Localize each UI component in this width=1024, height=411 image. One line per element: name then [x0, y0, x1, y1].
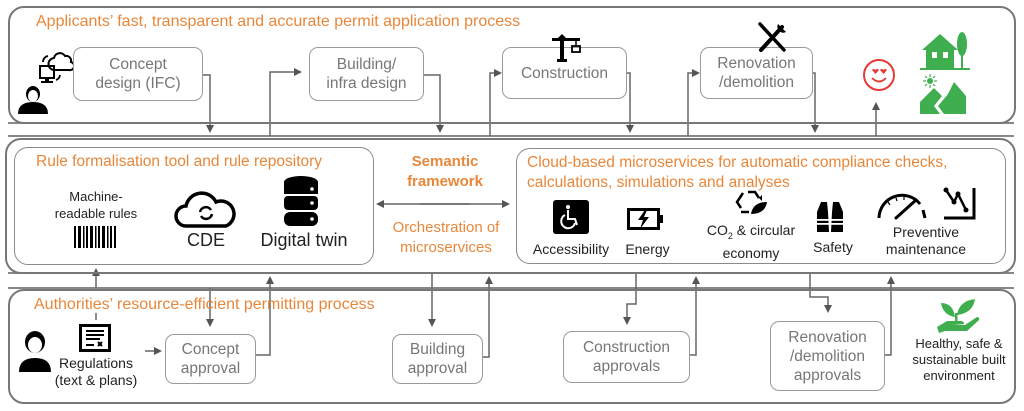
arrow-renovation-approvals-up — [883, 276, 895, 356]
step-concept-design[interactable]: Concept design (IFC) — [73, 47, 203, 101]
arrow-to-building-design — [269, 68, 302, 136]
arrow-to-renovation — [687, 69, 700, 136]
co2-text: CO — [706, 222, 728, 238]
step-label: approvals — [592, 358, 661, 375]
regulations-label: Regulations (text & plans) — [46, 355, 146, 389]
step-label: Renovation — [788, 328, 867, 346]
database-icon — [284, 176, 318, 226]
user-icon — [19, 331, 51, 372]
label-line: Preventive — [892, 224, 960, 240]
smiley-hearts-icon — [863, 59, 895, 91]
step-label: Construction — [520, 64, 608, 82]
step-label: Renovation — [717, 55, 796, 72]
label-line: framework — [407, 173, 483, 190]
step-label: approval — [407, 360, 468, 377]
co2-subscript: 2 — [727, 230, 733, 241]
service-maintenance-label: Preventive maintenance — [876, 224, 976, 258]
sun-icon — [923, 74, 937, 88]
service-safety-label: Safety — [813, 239, 853, 255]
arrow-construction-approvals-up — [688, 276, 700, 356]
label-line: environment — [923, 368, 995, 383]
cloud-sync-icon — [174, 191, 236, 228]
step-label: Concept — [109, 56, 167, 73]
label-line: Regulations — [59, 355, 133, 371]
microservices-title: Cloud-based microservices for automatic … — [527, 153, 947, 193]
gauge-icon[interactable] — [876, 190, 928, 220]
title-line: calculations, simulations and analyses — [527, 174, 790, 191]
label-line: maintenance — [885, 241, 967, 257]
step-label: Concept — [181, 341, 240, 358]
arrow-to-renovation-approvals — [809, 273, 832, 313]
digital-twin-label: Digital twin — [260, 230, 348, 250]
arrow-to-construction — [489, 69, 502, 136]
service-accessibility-label: Accessibility — [532, 241, 610, 257]
label-line: Semantic — [411, 153, 479, 170]
rule-box-title: Rule formalisation tool and rule reposit… — [36, 153, 323, 170]
step-label: /demolition — [790, 347, 865, 365]
step-building-design[interactable]: Building/infra design — [309, 47, 424, 101]
machine-readable-rules-label: Machine- readable rules — [46, 188, 146, 222]
label-line: Machine- — [69, 189, 123, 204]
mountains-icon — [920, 82, 966, 114]
wheelchair-icon[interactable] — [553, 200, 589, 234]
battery-icon[interactable] — [627, 208, 665, 230]
outcome-label: Healthy, safe & sustainable built enviro… — [898, 336, 1020, 384]
step-construction-approvals[interactable]: Construction approvals — [563, 331, 690, 383]
service-co2-label: CO2 & circular economy — [690, 222, 812, 262]
plant-hand-icon — [937, 299, 980, 333]
regulation-document-icon — [79, 324, 111, 352]
label-line: sustainable built — [912, 352, 1006, 367]
authorities-process-panel — [8, 289, 1016, 404]
title-line: Cloud-based microservices for automatic … — [527, 154, 948, 171]
step-renovation-demolition[interactable]: Renovation/demolition — [700, 47, 813, 99]
tools-icon — [758, 22, 786, 52]
barcode-icon — [74, 226, 116, 248]
cde-label: CDE — [186, 230, 225, 250]
authorities-title: Authorities’ resource-efficient permitti… — [34, 296, 375, 313]
label-line: readable rules — [54, 206, 138, 221]
step-label: approval — [180, 360, 241, 377]
arrow-concept-approval-up — [252, 276, 274, 356]
co2-text: & circular — [732, 222, 796, 238]
house-tree-icon — [920, 32, 970, 70]
line-chart-icon[interactable] — [940, 186, 976, 220]
user-computer-icon — [18, 52, 76, 114]
label-line: economy — [722, 244, 780, 261]
platform-panel — [5, 138, 1016, 274]
crane-icon — [552, 34, 581, 62]
step-label: Building — [409, 341, 466, 358]
arrow-to-construction-approvals — [623, 273, 637, 325]
applicants-title: Applicants’ fast, transparent and accura… — [36, 13, 521, 30]
step-label: infra design — [326, 75, 407, 92]
label-line: Healthy, safe & — [915, 336, 1003, 351]
label-line: (text & plans) — [54, 372, 138, 388]
safety-vest-icon[interactable] — [815, 200, 845, 232]
semantic-framework-label: Semantic framework — [380, 152, 510, 192]
orchestration-label: Orchestration of microservices — [376, 218, 516, 258]
arrow-concept-design-down — [200, 74, 214, 133]
label-line: CO2 & circular — [690, 222, 812, 245]
step-label: Building/ — [336, 56, 397, 73]
applicants-process-panel — [8, 6, 1016, 124]
service-energy-label: Energy — [625, 241, 670, 257]
step-label: design (IFC) — [95, 75, 181, 92]
step-construction[interactable]: Construction — [502, 47, 627, 99]
step-label: Construction — [582, 339, 670, 356]
recycle-leaf-icon[interactable] — [735, 188, 769, 216]
step-concept-approval[interactable]: Concept approval — [165, 334, 256, 384]
label-line: microservices — [400, 239, 492, 256]
step-label: /demolition — [719, 74, 794, 91]
label-line: Orchestration of — [392, 219, 500, 236]
step-building-approval[interactable]: Building approval — [392, 334, 483, 384]
arrow-building-design-down — [420, 74, 444, 133]
step-label: approvals — [793, 366, 862, 384]
